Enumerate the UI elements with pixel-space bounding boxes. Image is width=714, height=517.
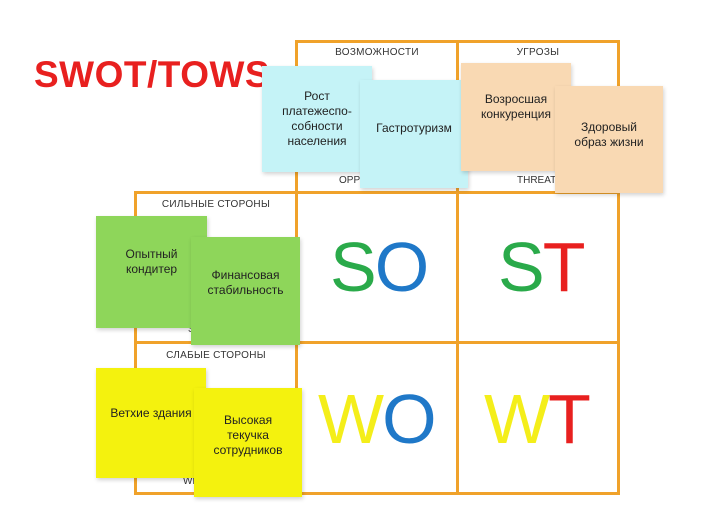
quadrant-so-second: O xyxy=(374,228,429,306)
sticky-note-text: Здоровый образ жизни xyxy=(574,119,644,149)
threats-header: УГРОЗЫ xyxy=(516,47,560,58)
sticky-note-text: Ветхие здания xyxy=(110,405,192,420)
opportunities-en-label: OPPO xyxy=(339,175,368,186)
sticky-note-text: Финансовая стабильность xyxy=(207,268,284,297)
note-fold-corner xyxy=(288,483,302,497)
quadrant-wt: WT xyxy=(484,380,591,458)
diagram-title: SWOT/TOWS xyxy=(34,54,271,95)
quadrant-wt-second: T xyxy=(548,380,591,458)
quadrant-st-second: T xyxy=(542,228,586,306)
note-fold-corner xyxy=(649,179,663,193)
sticky-note-text: Гастротуризм xyxy=(376,120,452,135)
sticky-note-text: Возросшая конкуренция xyxy=(481,92,551,121)
note-fold-corner xyxy=(286,331,300,345)
quadrant-st-first: S xyxy=(498,228,545,306)
quadrant-so: SO xyxy=(330,228,429,306)
quadrant-wo-first: W xyxy=(318,380,384,458)
grid-line xyxy=(134,492,620,495)
note-fold-corner xyxy=(454,174,468,188)
grid-line xyxy=(617,40,620,495)
grid-line xyxy=(456,40,459,495)
sticky-note-text: Рост платежеспо-собности населения xyxy=(282,89,352,148)
sticky-note-opportunity: Рост платежеспо-собности населения xyxy=(262,66,372,172)
grid-line xyxy=(134,191,137,495)
quadrant-st: ST xyxy=(498,228,586,306)
opportunities-header: ВОЗМОЖНОСТИ xyxy=(335,47,419,58)
quadrant-so-first: S xyxy=(330,228,377,306)
sticky-note-weakness: Ветхие здания xyxy=(96,368,206,478)
sticky-note-strength: Опытный кондитер xyxy=(96,216,207,328)
grid-line xyxy=(134,341,620,344)
sticky-note-opportunity: Гастротуризм xyxy=(360,80,468,188)
sticky-note-threat: Возросшая конкуренция xyxy=(461,63,571,171)
threats-en-label: THREAT xyxy=(517,175,557,186)
sticky-note-threat: Здоровый образ жизни xyxy=(555,86,663,193)
strengths-header: СИЛЬНЫЕ СТОРОНЫ xyxy=(161,199,271,210)
sticky-note-weakness: Высокая текучка сотрудников xyxy=(194,388,302,497)
quadrant-wo-second: O xyxy=(382,380,436,458)
weaknesses-en-label: WE xyxy=(183,476,200,487)
quadrant-wo: WO xyxy=(318,380,437,458)
grid-line xyxy=(134,191,620,194)
quadrant-wt-first: W xyxy=(484,380,550,458)
sticky-note-text: Высокая текучка сотрудников xyxy=(213,413,283,457)
weaknesses-header: СЛАБЫЕ СТОРОНЫ xyxy=(166,350,266,361)
sticky-note-text: Опытный кондитер xyxy=(125,247,178,276)
sticky-note-strength: Финансовая стабильность xyxy=(191,237,300,345)
